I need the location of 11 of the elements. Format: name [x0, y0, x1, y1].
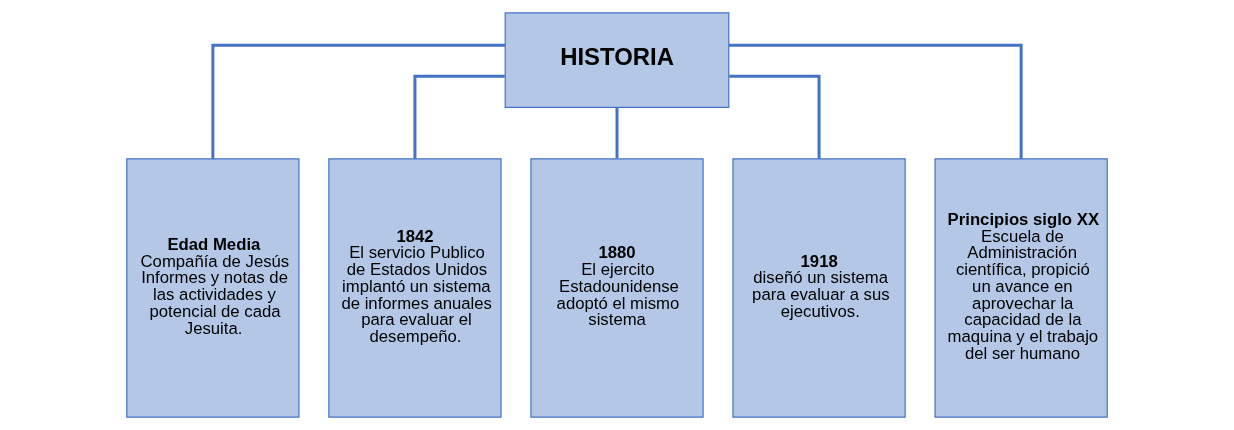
- node-box: 1880 El ejercito Estadounidense adoptó el mismo sistema: [530, 158, 704, 418]
- connector: [211, 43, 505, 159]
- connector: [615, 107, 619, 159]
- node-box: 1842 El servicio Publico de Estados Unidos implantó un sistema de informes anuales para evaluar el desempeño.: [328, 158, 502, 418]
- connector: [413, 74, 505, 159]
- node-box: Principios siglo XX Escuela de Administración científica, propició un avance en aprovechar la capacidad de la maquina y el trabajo del ser humano: [934, 158, 1108, 418]
- connector: [729, 43, 1023, 159]
- node-box: Edad Media Compañía de Jesús Informes y notas de las actividades y potencial de cada Jesuita.: [126, 158, 300, 418]
- connector: [729, 74, 821, 159]
- node-box: 1918 diseñó un sistema para evaluar a sus ejecutivos.: [732, 158, 906, 418]
- node-box: HISTORIA: [504, 12, 730, 108]
